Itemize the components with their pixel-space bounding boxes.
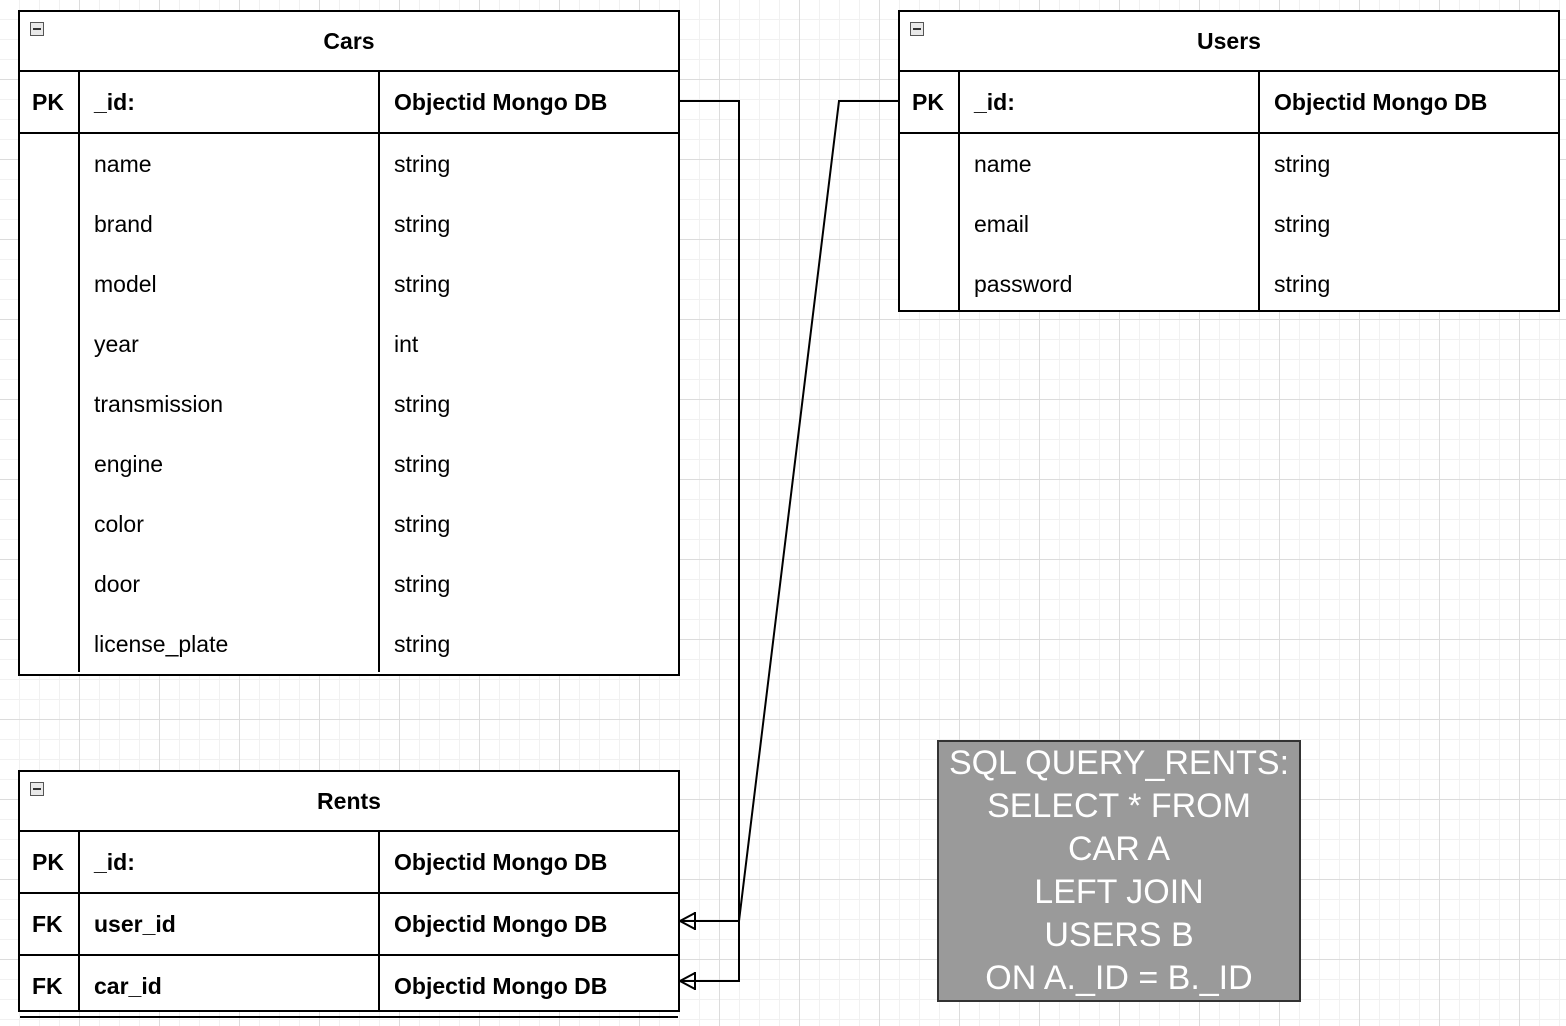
field-name: model (94, 270, 157, 297)
field-type: Objectid Mongo DB (394, 910, 608, 937)
table-row: license_plate string (20, 614, 678, 674)
table-row-fk: FK car_id Objectid Mongo DB (20, 956, 678, 1018)
field-name: year (94, 330, 139, 357)
field-type: string (1274, 270, 1331, 297)
field-type: string (394, 150, 451, 177)
field-name: color (94, 510, 144, 537)
column-divider (958, 72, 960, 310)
field-name: _id: (974, 88, 1015, 115)
table-row-pk: PK _id: Objectid Mongo DB (900, 72, 1558, 134)
field-type: int (394, 330, 419, 357)
table-row-fk: FK user_id Objectid Mongo DB (20, 894, 678, 956)
field-type: string (394, 210, 451, 237)
field-type: string (1274, 210, 1331, 237)
field-type: string (394, 630, 451, 657)
note-line: SQL QUERY_RENTS: (948, 744, 1290, 782)
collapse-icon[interactable] (910, 22, 924, 36)
sql-query-note[interactable]: SQL QUERY_RENTS: SELECT * FROM CAR A LEF… (937, 740, 1301, 1002)
field-name: email (974, 210, 1029, 237)
field-type: Objectid Mongo DB (394, 88, 608, 115)
field-name: user_id (94, 910, 176, 937)
table-row-pk: PK _id: Objectid Mongo DB (20, 832, 678, 894)
field-name: license_plate (94, 630, 229, 657)
collapse-icon[interactable] (30, 782, 44, 796)
table-row: password string (900, 254, 1558, 314)
field-name: car_id (94, 972, 162, 999)
table-row: email string (900, 194, 1558, 254)
column-divider (378, 72, 380, 672)
table-row: name string (900, 134, 1558, 194)
connector-cars-rents[interactable] (680, 100, 740, 982)
column-divider (1258, 72, 1260, 310)
field-type: string (394, 450, 451, 477)
note-line: CAR A (1067, 830, 1171, 868)
key-label: FK (32, 972, 63, 999)
column-divider (78, 72, 80, 672)
table-row: brand string (20, 194, 678, 254)
crows-foot-icon (679, 972, 696, 990)
table-row: name string (20, 134, 678, 194)
table-row: engine string (20, 434, 678, 494)
crows-foot-icon (679, 912, 696, 930)
column-divider (78, 832, 80, 1010)
field-type: string (394, 570, 451, 597)
key-label: PK (32, 848, 64, 875)
field-name: _id: (94, 88, 135, 115)
field-type: Objectid Mongo DB (1274, 88, 1488, 115)
field-type: Objectid Mongo DB (394, 972, 608, 999)
table-title: Rents (20, 772, 678, 832)
table-title: Users (900, 12, 1558, 72)
table-row: color string (20, 494, 678, 554)
field-name: brand (94, 210, 153, 237)
table-row: model string (20, 254, 678, 314)
table-row: door string (20, 554, 678, 614)
table-row: year int (20, 314, 678, 374)
column-divider (378, 832, 380, 1010)
field-name: password (974, 270, 1073, 297)
table-row-pk: PK _id: Objectid Mongo DB (20, 72, 678, 134)
note-line: ON A._ID = B._ID (985, 959, 1253, 997)
field-name: _id: (94, 848, 135, 875)
users-table[interactable]: Users PK _id: Objectid Mongo DB name str… (898, 10, 1560, 312)
field-name: name (94, 150, 152, 177)
table-title: Cars (20, 12, 678, 72)
collapse-icon[interactable] (30, 22, 44, 36)
field-name: transmission (94, 390, 224, 417)
rents-table[interactable]: Rents PK _id: Objectid Mongo DB FK user_… (18, 770, 680, 1018)
field-type: string (394, 390, 451, 417)
note-line: SELECT * FROM (987, 787, 1251, 825)
field-type: string (394, 510, 451, 537)
key-label: PK (32, 88, 64, 115)
field-type: Objectid Mongo DB (394, 848, 608, 875)
key-label: FK (32, 910, 63, 937)
cars-table[interactable]: Cars PK _id: Objectid Mongo DB name stri… (18, 10, 680, 676)
field-name: engine (94, 450, 164, 477)
field-type: string (1274, 150, 1331, 177)
connector-users-rents[interactable] (680, 100, 898, 922)
field-type: string (394, 270, 451, 297)
table-row: transmission string (20, 374, 678, 434)
field-name: name (974, 150, 1032, 177)
note-line: LEFT JOIN (1034, 873, 1204, 911)
field-name: door (94, 570, 141, 597)
note-line: USERS B (1044, 916, 1194, 954)
key-label: PK (912, 88, 944, 115)
